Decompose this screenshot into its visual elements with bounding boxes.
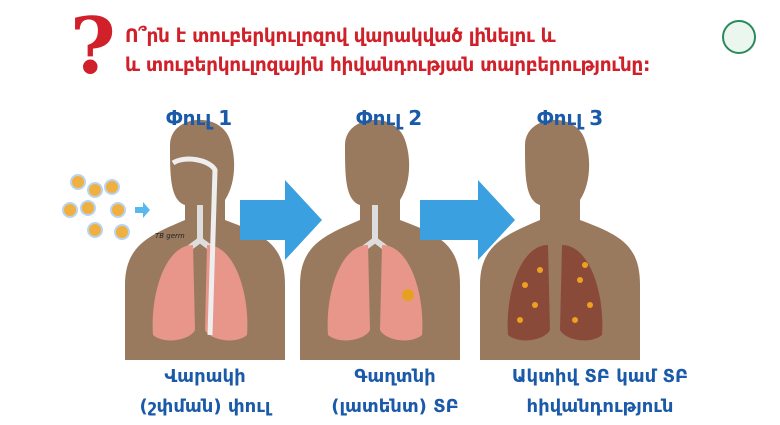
question-mark-icon: ? (70, 1, 116, 92)
figure-stage-2 (300, 119, 460, 360)
title-line-2: և տուբերկուլոզային հիվանդության տարբերու… (125, 55, 651, 76)
caption-line: Վարակի (164, 366, 246, 387)
title-line-1: Ո՞րն է տուբերկուլոզով վարակված լինելու և (125, 26, 556, 47)
caption-line: (շփման) փուլ (139, 396, 271, 417)
lungs-logo-icon (722, 20, 756, 54)
caption-line: Ակտիվ ՏԲ կամ ՏԲ (511, 366, 689, 387)
page-title: Ո՞րն է տուբերկուլոզով վարակված լինելու և… (125, 22, 650, 80)
figure-stage-1 (125, 119, 285, 360)
stage-3-label: Փուլ 3 (537, 106, 604, 130)
germ-label: TB germ (155, 232, 185, 240)
caption-line: հիվանդություն (526, 396, 674, 417)
stage-3-caption: Ակտիվ ՏԲ կամ ՏԲ հիվանդություն (490, 362, 710, 422)
small-arrow-icon (135, 202, 150, 218)
figure-stage-3 (480, 119, 640, 360)
stage-1-caption: Վարակի (շփման) փուլ (105, 362, 305, 422)
stage-2-caption: Գաղտնի (լատենտ) ՏԲ (295, 362, 495, 422)
caption-line: (լատենտ) ՏԲ (331, 396, 459, 417)
stage-2-label: Փուլ 2 (356, 106, 423, 130)
germ-cluster-icon (62, 174, 130, 240)
arrow-icon (420, 180, 515, 260)
arrow-icon (240, 180, 322, 260)
stage-1-label: Փուլ 1 (166, 106, 233, 130)
caption-line: Գաղտնի (354, 366, 436, 387)
